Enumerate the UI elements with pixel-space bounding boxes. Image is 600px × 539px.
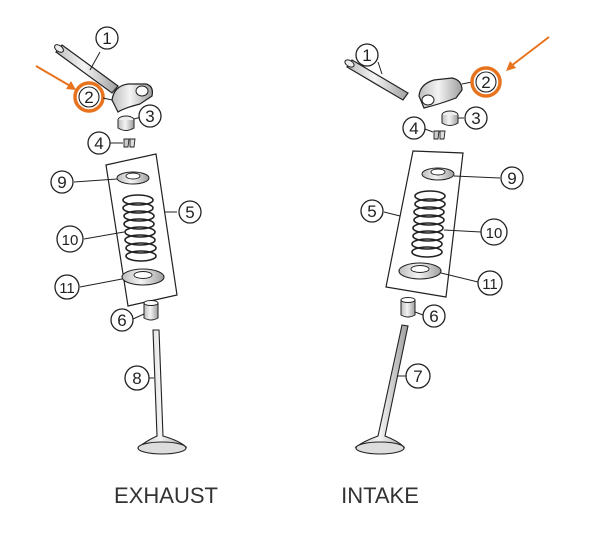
callout-4-intake: 4 xyxy=(402,116,426,140)
leader-line xyxy=(453,175,501,179)
callout-number: 2 xyxy=(481,73,490,92)
spring-assembly-frame-intake xyxy=(385,150,464,298)
leader-line xyxy=(383,211,401,217)
valve-cap-intake xyxy=(441,110,459,126)
callout-number: 9 xyxy=(57,173,66,192)
callout-number: 6 xyxy=(429,307,438,326)
valve-cap-exhaust xyxy=(117,115,135,131)
rocker-shaft-intake xyxy=(344,59,409,101)
valve-keepers-intake xyxy=(433,130,446,140)
callout-number: 2 xyxy=(84,88,93,107)
callout-5-intake: 5 xyxy=(360,199,384,223)
callout-11-exhaust: 11 xyxy=(54,274,80,300)
callout-1-exhaust: 1 xyxy=(95,26,119,50)
intake-assembly: 1 2 3 xyxy=(341,36,550,508)
valve-stem-seal-exhaust xyxy=(143,300,159,321)
callout-number: 1 xyxy=(362,46,371,65)
callout-2-exhaust-highlighted: 2 xyxy=(73,81,105,113)
callout-number: 10 xyxy=(486,225,503,242)
exhaust-valve xyxy=(137,329,188,455)
valve-spring-intake xyxy=(411,190,446,258)
exhaust-assembly: 1 2 3 xyxy=(35,26,218,508)
callout-3-exhaust: 3 xyxy=(138,104,162,128)
callout-number: 11 xyxy=(482,276,498,293)
spring-retainer-exhaust xyxy=(116,171,150,185)
callout-number: 4 xyxy=(409,119,418,138)
valve-keepers-exhaust xyxy=(123,138,136,148)
exhaust-label: EXHAUST xyxy=(114,483,218,508)
callout-number: 1 xyxy=(102,29,111,48)
callout-10-exhaust: 10 xyxy=(56,225,84,253)
spring-assembly-frame-exhaust xyxy=(105,153,178,307)
leader-line xyxy=(79,278,123,288)
callout-number: 9 xyxy=(507,169,516,188)
leader-line xyxy=(414,311,424,316)
intake-label: INTAKE xyxy=(341,483,419,508)
callout-number: 5 xyxy=(185,203,194,222)
callout-number: 3 xyxy=(471,109,480,128)
leader-line xyxy=(424,128,434,133)
callout-9-exhaust: 9 xyxy=(50,170,74,194)
callout-number: 10 xyxy=(62,232,79,249)
callout-1-intake: 1 xyxy=(355,43,379,67)
callout-2-intake-highlighted: 2 xyxy=(470,66,502,98)
callout-number: 5 xyxy=(367,202,376,221)
leader-line xyxy=(102,97,113,101)
callout-5-exhaust: 5 xyxy=(178,200,202,224)
callout-number: 11 xyxy=(59,280,75,297)
callout-9-intake: 9 xyxy=(500,166,524,190)
leader-line xyxy=(83,231,125,240)
rocker-arm-intake xyxy=(418,77,463,109)
callout-6-intake: 6 xyxy=(422,304,446,328)
leader-line xyxy=(440,272,479,283)
leader-line xyxy=(73,178,118,183)
callout-7-intake: 7 xyxy=(405,363,431,389)
callout-number: 6 xyxy=(117,311,126,330)
callout-6-exhaust: 6 xyxy=(110,308,134,332)
callout-number: 4 xyxy=(94,134,103,153)
callout-4-exhaust: 4 xyxy=(87,131,111,155)
callout-number: 3 xyxy=(145,107,154,126)
arrow-intake xyxy=(506,36,550,71)
leader-line xyxy=(443,229,482,233)
callout-8-exhaust: 8 xyxy=(124,365,150,391)
valve-stem-seal-intake xyxy=(400,297,416,318)
leader-line xyxy=(89,51,101,71)
callout-number: 8 xyxy=(132,369,141,388)
rocker-shaft-exhaust xyxy=(54,44,119,94)
callout-10-intake: 10 xyxy=(480,218,508,246)
spring-seat-exhaust xyxy=(121,268,165,286)
callout-number: 7 xyxy=(413,367,422,386)
spring-seat-intake xyxy=(398,262,442,280)
intake-valve xyxy=(354,324,409,455)
leader-line xyxy=(377,61,383,75)
rocker-arm-exhaust xyxy=(111,83,153,113)
spring-retainer-intake xyxy=(421,167,455,181)
leader-line xyxy=(132,313,145,320)
callout-3-intake: 3 xyxy=(464,106,488,130)
valve-spring-exhaust xyxy=(122,194,157,262)
callout-11-intake: 11 xyxy=(477,270,503,296)
arrow-exhaust xyxy=(35,65,76,90)
